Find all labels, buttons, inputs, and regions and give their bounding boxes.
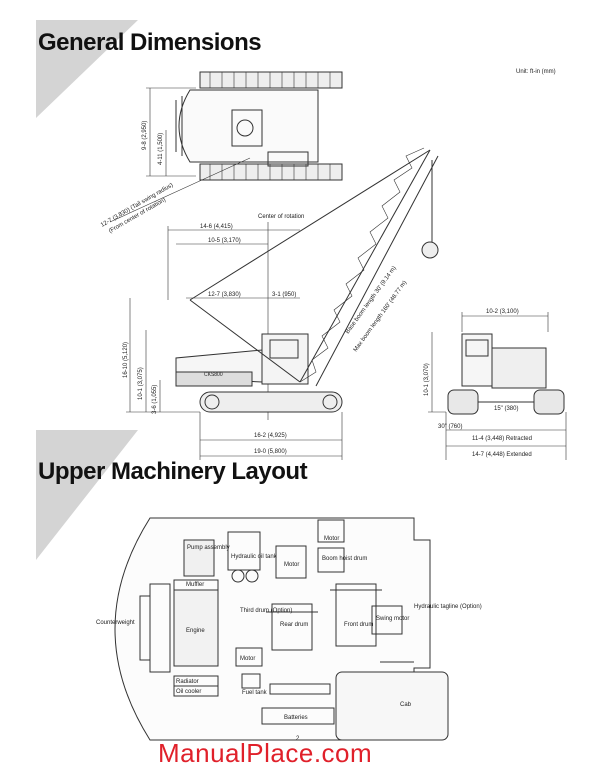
hydraulic-oil-tank-label: Hydraulic oil tank — [231, 554, 278, 560]
watermark: ManualPlace.com — [158, 738, 373, 768]
third-drum-label: Third drum (Option) — [240, 608, 292, 614]
motor-left-label: Motor — [240, 656, 255, 662]
dim-10-5: 10-5 (3,170) — [208, 238, 241, 244]
dim-10-1-front: 10-1 (3,070) — [424, 363, 430, 396]
motor-upper-label: Motor — [284, 562, 299, 568]
rear-drum-label: Rear drum — [280, 622, 308, 628]
dim-extended: 14-7 (4,448) Extended — [472, 452, 532, 458]
radiator-label: Radiator — [176, 679, 199, 685]
dim-16-2: 16-2 (4,925) — [254, 433, 287, 439]
dim-3-1: 3-1 (950) — [272, 292, 296, 298]
muffler-label: Muffler — [186, 582, 204, 588]
pump-assembly-label: Pump assembly — [187, 545, 230, 551]
motor-top-label: Motor — [324, 536, 339, 542]
swing-motor-label: Swing motor — [376, 616, 409, 622]
dim-tail-swing: 12-7 (3,830) (Tail swing radius) — [100, 182, 174, 228]
front-drum-label: Front drum — [344, 622, 373, 628]
boom-hoist-drum-label: Boom hoist drum — [322, 556, 367, 562]
cab-label: Cab — [400, 702, 412, 708]
page-number: 2 — [296, 736, 300, 742]
machinery-outline — [114, 517, 449, 741]
hydraulic-tagline-label: Hydraulic tagline (Option) — [414, 604, 482, 610]
dim-19-0: 19-0 (5,800) — [254, 449, 287, 455]
dim-retracted: 11-4 (3,448) Retracted — [472, 436, 532, 442]
engine-label: Engine — [186, 628, 205, 634]
counterweight-label: Counterweight — [96, 620, 135, 626]
crane-front-drawing — [447, 333, 565, 415]
dim-overall-width: 9-8 (2,950) — [142, 121, 148, 150]
dim-15: 15" (380) — [494, 406, 518, 412]
dim-half-width: 4-11 (1,500) — [158, 133, 164, 165]
oil-cooler-label: Oil cooler — [176, 689, 201, 695]
dim-3-6: 3-6 (1,055) — [152, 385, 158, 414]
batteries-label: Batteries — [284, 715, 308, 721]
top-view-drawing — [175, 71, 343, 181]
center-of-rotation-label: Center of rotation — [258, 214, 304, 220]
general-dimensions-title: General Dimensions — [38, 29, 262, 56]
dim-10-1-side: 10-1 (3,075) — [138, 367, 144, 400]
fuel-tank-label: Fuel tank — [242, 690, 268, 696]
dim-30: 30" (760) — [438, 424, 462, 430]
dim-12-7: 12-7 (3,830) — [208, 292, 241, 298]
dim-10-2: 10-2 (3,100) — [486, 309, 519, 315]
unit-note: Unit: ft-in (mm) — [516, 69, 556, 75]
dim-16-10: 16-10 (5,120) — [123, 342, 129, 378]
upper-machinery-title: Upper Machinery Layout — [38, 458, 308, 485]
crane-model-label: CKS800 — [204, 372, 223, 378]
crane-side-drawing — [175, 147, 439, 413]
dim-14-6: 14-6 (4,415) — [200, 224, 233, 230]
